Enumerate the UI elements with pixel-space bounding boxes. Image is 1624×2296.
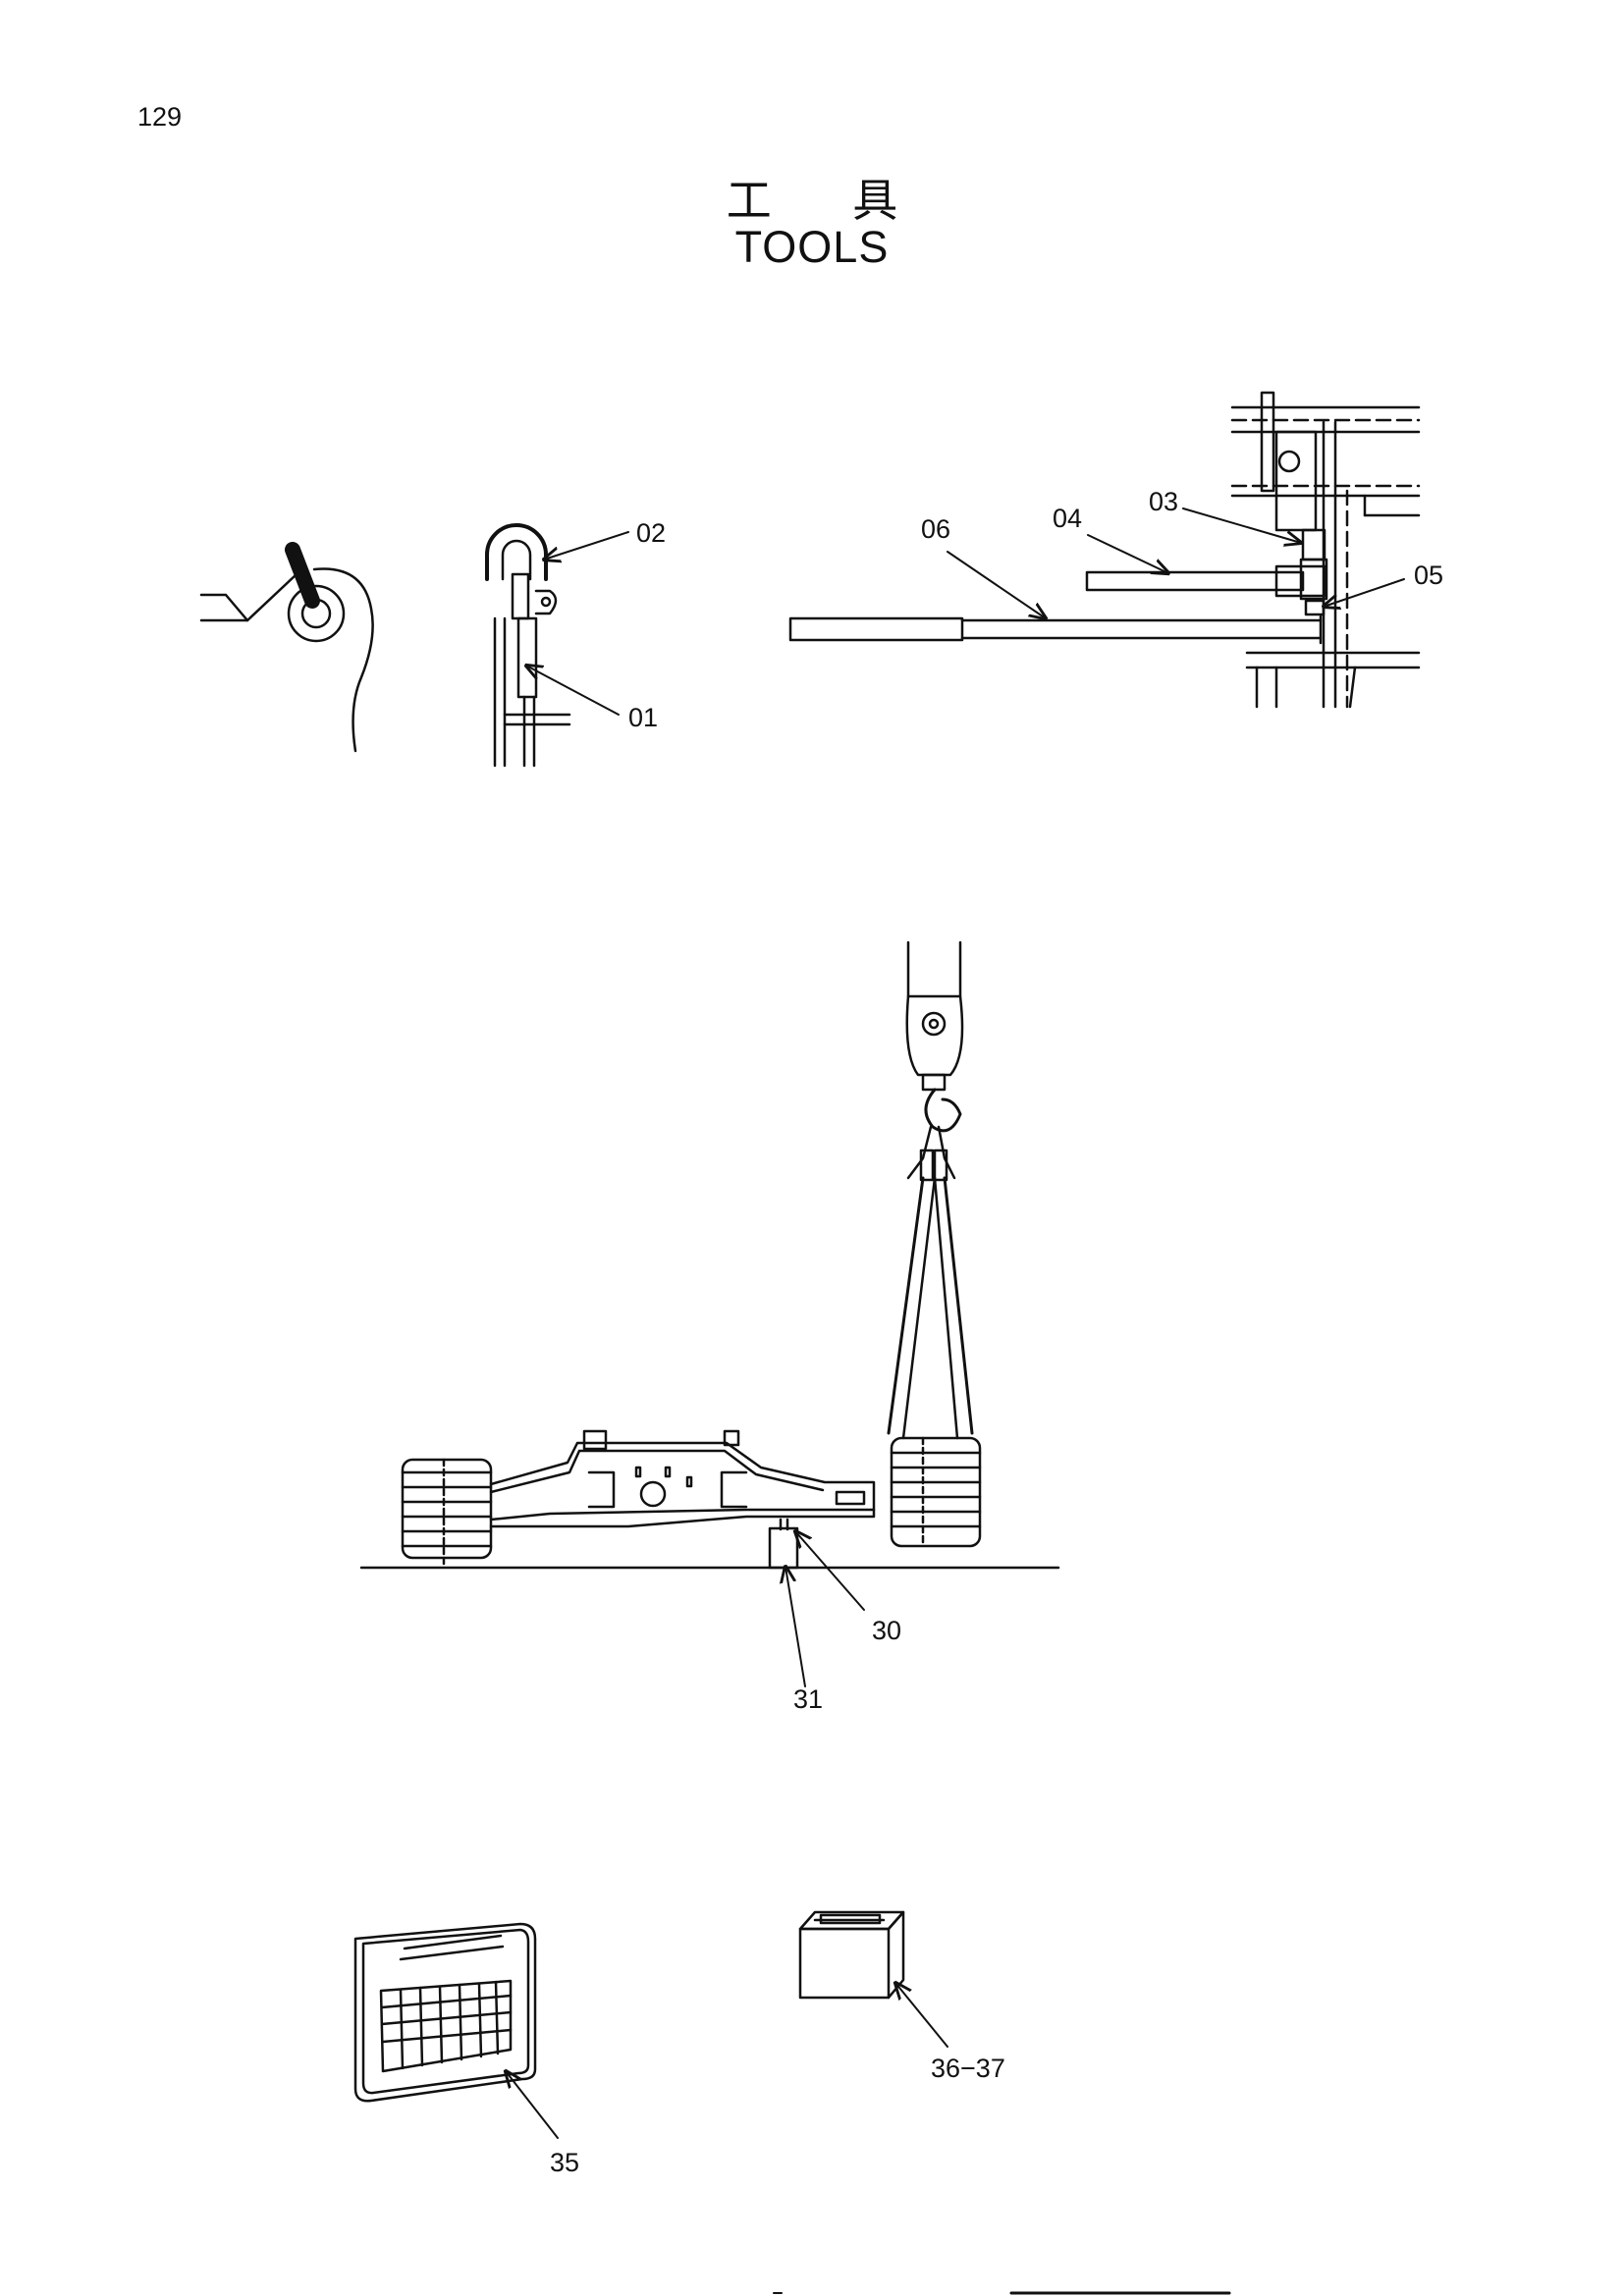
callout-leader-35 — [506, 2071, 559, 2139]
callout-leaders-01-02 — [526, 531, 629, 716]
wrench-bar-assembly-drawing — [788, 391, 1421, 709]
callout-31: 31 — [793, 1684, 823, 1714]
callout-leader-36-37 — [895, 1983, 948, 2048]
lever-handle-drawing — [199, 542, 374, 753]
callout-05: 05 — [1414, 561, 1443, 590]
page-title-japanese: 工 具 — [726, 174, 932, 227]
crane-lifting-drawing — [359, 940, 1060, 1570]
nameplate-drawing — [353, 1922, 537, 2103]
callout-leaders-03-06 — [947, 507, 1405, 618]
lock-pin-bracket-drawing — [485, 523, 571, 768]
page-title-english: TOOLS — [734, 222, 890, 272]
callout-leaders-30-31 — [785, 1531, 865, 1687]
callout-30: 30 — [872, 1616, 901, 1645]
callout-02: 02 — [636, 518, 666, 548]
callout-04: 04 — [1053, 504, 1082, 533]
callout-01: 01 — [628, 703, 658, 732]
callout-06: 06 — [921, 514, 950, 544]
callout-03: 03 — [1149, 487, 1178, 516]
callout-36-37: 36−37 — [931, 2054, 1005, 2083]
callout-35: 35 — [550, 2148, 579, 2177]
tool-box-drawing — [798, 1910, 905, 2000]
page-number: 129 — [137, 102, 183, 132]
